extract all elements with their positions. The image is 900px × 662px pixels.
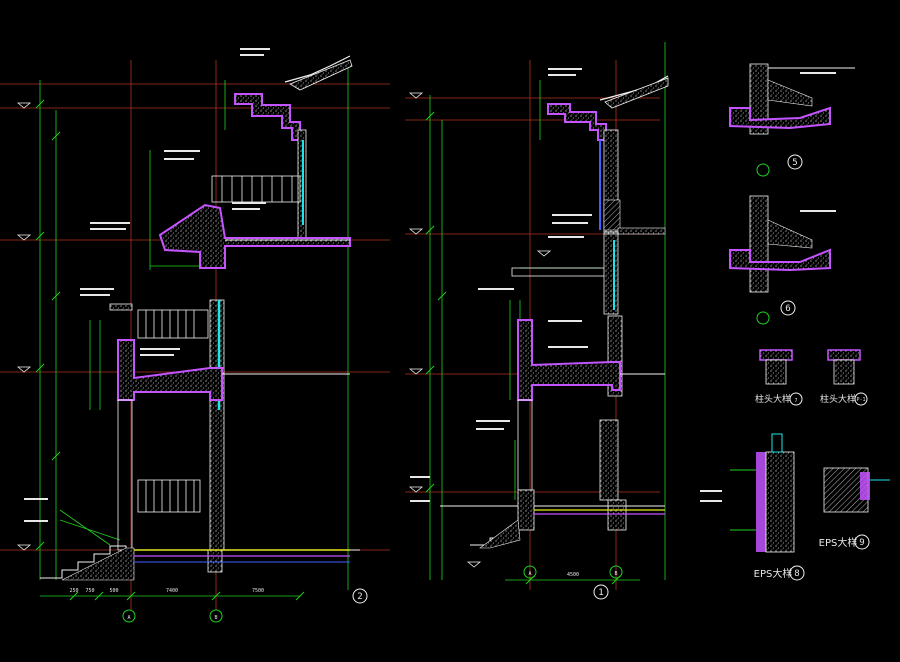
detail-7-number: 7 bbox=[794, 398, 797, 404]
detail-7-caption: 柱头大样 bbox=[755, 393, 791, 405]
section-2-dim-2: 750 bbox=[85, 588, 94, 594]
section-2-number: 2 bbox=[357, 592, 362, 602]
grid-bubble-b-section-2 bbox=[209, 609, 223, 623]
section-1-drawing bbox=[440, 75, 669, 549]
detail-p1-number: P-1 bbox=[856, 397, 865, 403]
section-1-number-bubble bbox=[593, 584, 609, 600]
detail-5-grid-bubble bbox=[756, 163, 770, 177]
section-2-labels: A B 2 250 750 500 7400 7500 bbox=[69, 588, 368, 623]
detail-8-bubble bbox=[789, 565, 805, 581]
detail-5-bubble bbox=[787, 154, 803, 170]
detail-6-drawing bbox=[729, 195, 831, 293]
grid-label-b-section-1: B bbox=[614, 571, 617, 577]
grid-bubble-a-section-1 bbox=[523, 565, 537, 579]
grid-bubble-b-section-1 bbox=[609, 565, 623, 579]
detail-9-caption: EPS大样 bbox=[819, 536, 858, 549]
section-2-dim-5: 7500 bbox=[252, 588, 264, 594]
detail-9-number: 9 bbox=[859, 538, 864, 548]
grid-label-a-section-1: A bbox=[528, 571, 531, 577]
detail-8-drawing bbox=[730, 433, 795, 553]
detail-9-bubble bbox=[854, 534, 870, 550]
detail-7-bubble bbox=[789, 392, 803, 406]
section-1-labels: A B 1 4500 bbox=[523, 565, 623, 600]
detail-labels: 5 6 柱头大样 7 柱头大样 P-1 EPS大样 8 EPS大样 9 bbox=[754, 154, 870, 581]
section-2-drawing bbox=[40, 55, 360, 581]
grid-label-b-section-2: B bbox=[214, 615, 217, 621]
floor-level-lines bbox=[0, 60, 660, 610]
detail-p1-caption: 柱头大样 bbox=[820, 393, 856, 405]
annotation-text-blocks bbox=[24, 48, 836, 522]
detail-6-number: 6 bbox=[785, 304, 790, 314]
detail-5-number: 5 bbox=[792, 158, 797, 168]
detail-p1-bubble bbox=[854, 392, 868, 406]
grid-bubble-a-section-2 bbox=[122, 609, 136, 623]
detail-p1-drawing bbox=[827, 349, 861, 385]
section-1-number: 1 bbox=[598, 588, 603, 598]
detail-6-bubble bbox=[780, 300, 796, 316]
detail-8-number: 8 bbox=[794, 569, 799, 579]
section-2-dim-1: 250 bbox=[69, 588, 78, 594]
section-2-number-bubble bbox=[352, 588, 368, 604]
grid-label-a-section-2: A bbox=[127, 615, 130, 621]
section-2-dim-4: 7400 bbox=[166, 588, 178, 594]
detail-9-drawing bbox=[823, 467, 890, 513]
detail-7-drawing bbox=[759, 349, 793, 385]
detail-8-caption: EPS大样 bbox=[754, 567, 793, 580]
detail-5-drawing bbox=[729, 63, 855, 135]
detail-6-grid-bubble bbox=[756, 311, 770, 325]
section-1-dim: 4500 bbox=[567, 572, 579, 578]
level-markers bbox=[16, 92, 552, 568]
section-2-dim-3: 500 bbox=[109, 588, 118, 594]
